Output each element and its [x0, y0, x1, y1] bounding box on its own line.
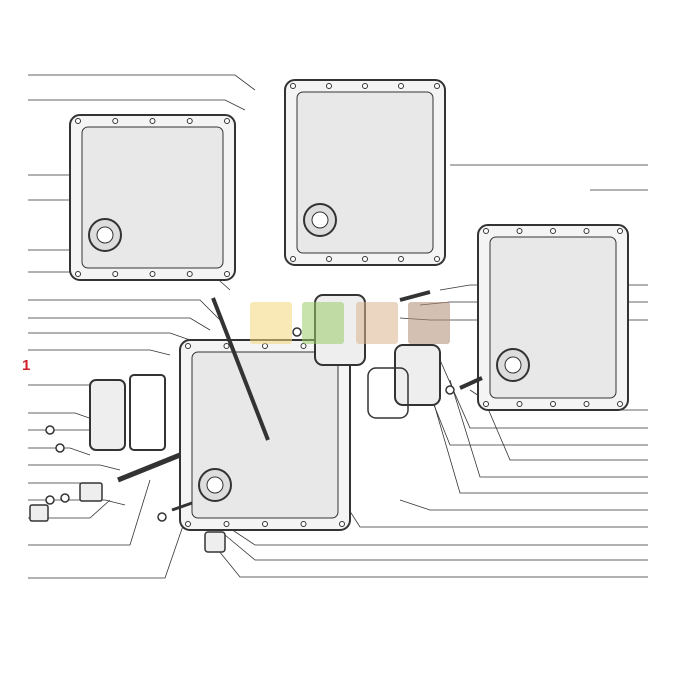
shaft-bore	[206, 476, 224, 494]
shaft-bore	[311, 211, 329, 229]
leader-line	[449, 379, 648, 478]
side-plate	[89, 379, 126, 451]
bolt-hole	[617, 401, 623, 407]
dipstick	[211, 297, 270, 441]
leader-line	[224, 524, 648, 546]
bolt-hole	[186, 118, 193, 124]
bolt-hole	[483, 228, 489, 234]
bolt-hole	[262, 343, 268, 349]
bolt-hole	[112, 118, 119, 124]
leader-line	[28, 349, 171, 356]
shaft-bore	[504, 356, 522, 374]
bolt-hole	[186, 271, 193, 277]
washer	[60, 493, 70, 503]
bolt-hole	[398, 83, 404, 89]
leader-line	[28, 99, 246, 111]
leader-line	[479, 389, 648, 461]
leader-line	[28, 464, 121, 471]
bolt-hole	[617, 228, 623, 234]
bolt-hole	[224, 271, 230, 277]
washer	[55, 443, 65, 453]
bolt-hole	[223, 521, 230, 527]
bolt-hole	[583, 228, 590, 234]
flange-gasket	[367, 367, 409, 419]
bolt-hole	[75, 118, 81, 124]
flange-housing-2	[394, 344, 441, 406]
spring	[117, 452, 181, 483]
bolt-hole	[290, 83, 296, 89]
bolt-hole	[326, 256, 332, 262]
leader-line	[439, 359, 648, 429]
leader-line	[209, 539, 648, 578]
bolt-hole	[149, 271, 156, 277]
bolt	[399, 290, 431, 302]
bolt-hole	[300, 521, 307, 527]
leader-line	[28, 479, 151, 546]
washer	[45, 495, 55, 505]
watermark-fence-icon	[408, 302, 450, 344]
bolt-hole	[550, 401, 556, 407]
drain-plug	[204, 531, 226, 553]
bolt-hole	[112, 271, 119, 277]
leader-line	[28, 299, 221, 321]
bolt-hole	[185, 343, 191, 349]
shaft-bore	[96, 226, 114, 244]
part-reference-label: 1	[22, 357, 31, 374]
bolt-hole	[290, 256, 296, 262]
watermark-tractor-icon	[250, 302, 292, 344]
leader-line	[28, 447, 91, 456]
bolt	[459, 376, 483, 390]
bolt-hole	[362, 256, 368, 262]
washer	[292, 327, 302, 337]
bolt-hole	[223, 343, 230, 349]
bolt-hole	[300, 343, 307, 349]
bolt-hole	[326, 83, 332, 89]
washer	[445, 385, 455, 395]
bolt-hole	[483, 401, 489, 407]
watermark-leaf-icon	[302, 302, 344, 344]
leader-line	[28, 74, 256, 91]
bolt-hole	[224, 118, 230, 124]
bolt-hole	[149, 118, 156, 124]
bolt-hole	[516, 401, 523, 407]
leader-line	[329, 479, 648, 528]
bolt-hole	[339, 521, 345, 527]
gasket	[129, 374, 166, 451]
bolt-hole	[185, 521, 191, 527]
washer	[45, 425, 55, 435]
leader-line	[28, 519, 186, 579]
leader-line	[429, 389, 648, 494]
stud	[171, 501, 193, 512]
bolt-hole	[434, 83, 440, 89]
plug	[29, 504, 49, 522]
bolt-hole	[434, 256, 440, 262]
washer	[157, 512, 167, 522]
leader-line	[28, 412, 96, 421]
bolt-hole	[362, 83, 368, 89]
bolt-hole	[398, 256, 404, 262]
bolt-hole	[262, 521, 268, 527]
bolt-hole	[583, 401, 590, 407]
leader-line	[28, 332, 191, 341]
leader-line	[28, 317, 211, 331]
leader-line	[399, 499, 648, 511]
bolt-hole	[75, 271, 81, 277]
bolt-hole	[516, 228, 523, 234]
fitting	[79, 482, 103, 502]
leader-line	[224, 534, 648, 561]
bolt-hole	[550, 228, 556, 234]
watermark-tools-icon	[356, 302, 398, 344]
